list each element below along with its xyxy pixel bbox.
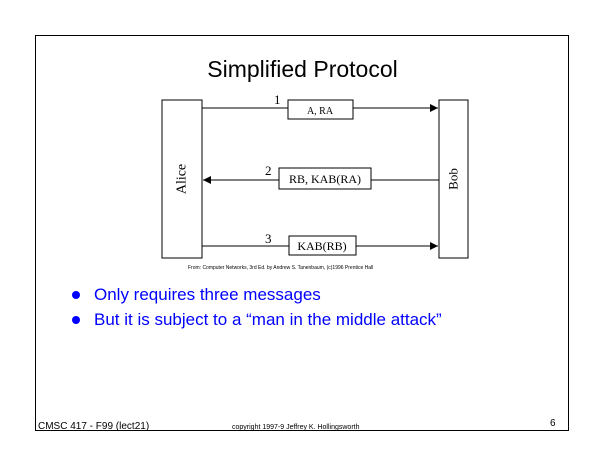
bullet-item: But it is subject to a “man in the middl… xyxy=(72,309,442,334)
figure-credit: From: Computer Networks, 3rd Ed. by Andr… xyxy=(188,265,374,271)
bullet-dot-icon xyxy=(72,291,80,299)
alice-box xyxy=(161,99,203,259)
message-1-number: 1 xyxy=(274,92,281,107)
bullet-text: Only requires three messages xyxy=(94,285,321,304)
bullet-list: Only requires three messages But it is s… xyxy=(72,284,442,334)
message-1-box xyxy=(287,99,354,120)
message-3-content: KAB(RB) xyxy=(297,239,346,253)
message-2-content: RB, KAB(RA) xyxy=(289,172,361,186)
bullet-dot-icon xyxy=(72,316,80,324)
footer-copyright: copyright 1997-9 Jeffrey K. Hollingswort… xyxy=(232,424,360,431)
message-1-content: A, RA xyxy=(307,106,334,117)
slide-title: Simplified Protocol xyxy=(207,56,398,82)
bullet-item: Only requires three messages xyxy=(72,284,442,309)
alice-label: Alice xyxy=(175,164,190,194)
bob-box xyxy=(438,99,469,259)
bullet-text: But it is subject to a “man in the middl… xyxy=(94,310,442,329)
message-2-box xyxy=(278,167,372,190)
bob-label: Bob xyxy=(446,168,461,190)
message-3-number: 3 xyxy=(265,231,272,246)
slide-frame xyxy=(35,35,569,431)
footer-course: CMSC 417 - F99 (lect21) xyxy=(38,421,150,432)
message-3-box xyxy=(288,235,357,256)
page-number: 6 xyxy=(550,418,556,429)
message-2-number: 2 xyxy=(265,163,272,178)
